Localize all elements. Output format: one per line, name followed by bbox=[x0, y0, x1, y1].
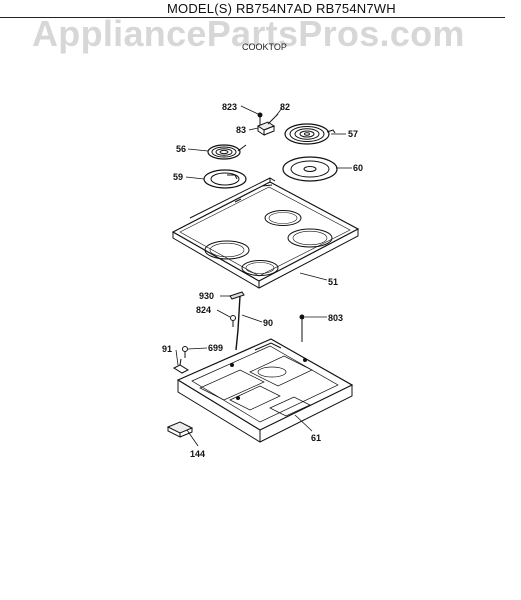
leader-lines bbox=[175, 105, 352, 447]
bracket-144-icon bbox=[166, 421, 194, 438]
section-title: COOKTOP bbox=[242, 42, 287, 52]
callout-60: 60 bbox=[353, 163, 363, 173]
burner-box-61-icon bbox=[176, 338, 354, 443]
surface-unit-56-icon bbox=[207, 144, 247, 160]
callout-56: 56 bbox=[176, 144, 186, 154]
callout-61: 61 bbox=[311, 433, 321, 443]
callout-83: 83 bbox=[236, 125, 246, 135]
screw-803-icon bbox=[299, 314, 305, 342]
cooktop-51-icon bbox=[171, 177, 360, 289]
drip-pan-59-icon bbox=[203, 169, 247, 189]
callout-144: 144 bbox=[190, 449, 205, 459]
callout-91: 91 bbox=[162, 344, 172, 354]
clip-91-icon bbox=[172, 358, 190, 374]
surface-unit-57-icon bbox=[284, 123, 336, 145]
callout-699: 699 bbox=[208, 343, 223, 353]
screw-699-icon bbox=[182, 346, 188, 358]
callout-90: 90 bbox=[263, 318, 273, 328]
screw-823-icon bbox=[257, 112, 263, 126]
callout-82: 82 bbox=[280, 102, 290, 112]
callout-59: 59 bbox=[173, 172, 183, 182]
model-header: MODEL(S) RB754N7AD RB754N7WH bbox=[167, 1, 396, 16]
callout-57: 57 bbox=[348, 129, 358, 139]
callout-930: 930 bbox=[199, 291, 214, 301]
header-rule bbox=[0, 17, 505, 18]
drip-pan-60-icon bbox=[282, 156, 338, 182]
wire-harness-90-icon bbox=[229, 291, 245, 351]
callout-803: 803 bbox=[328, 313, 343, 323]
watermark-logo: AppliancePartsPros.com bbox=[32, 13, 465, 54]
callout-824: 824 bbox=[196, 305, 211, 315]
callout-823: 823 bbox=[222, 102, 237, 112]
callout-51: 51 bbox=[328, 277, 338, 287]
